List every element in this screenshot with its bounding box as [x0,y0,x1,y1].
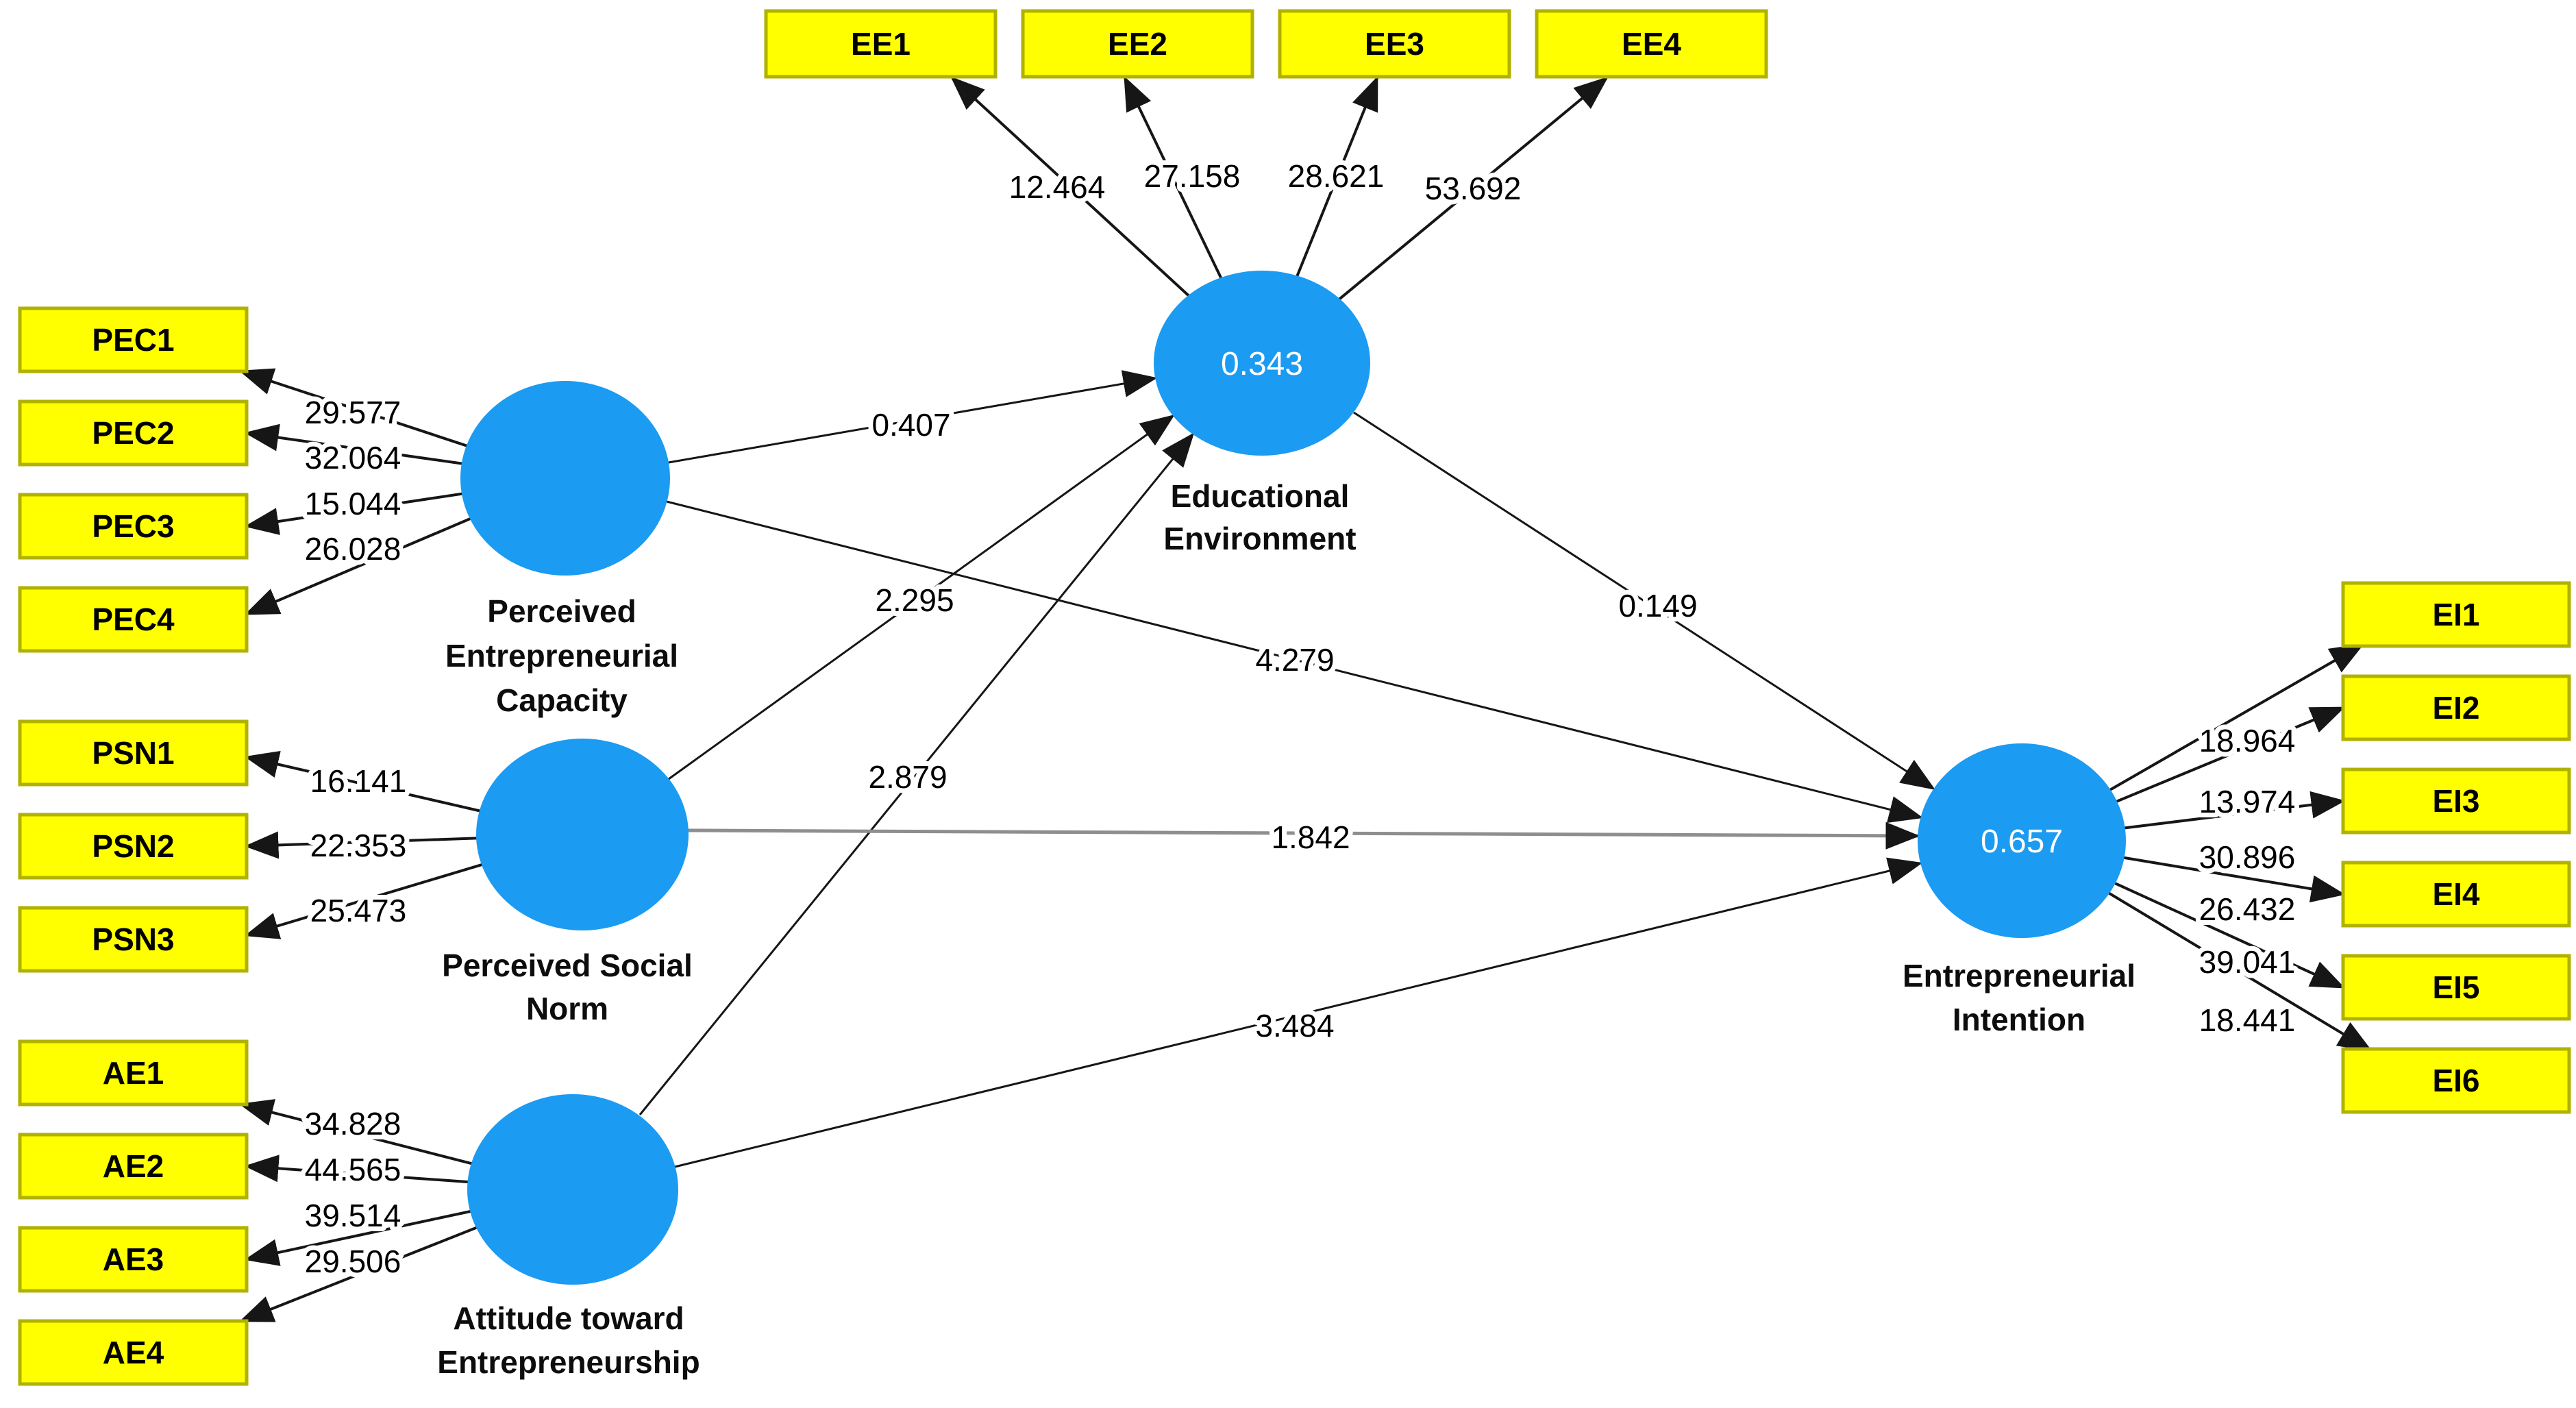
indicator-EI6[interactable] [2341,1047,2571,1114]
loading-value-AE1: 34.828 [305,1106,401,1141]
layer-labels: 0.407 2.295 2.879 4.279 1.842 3.484 0.149 PEC1 2… [92,26,2480,1380]
path-arrow-AE-EI[interactable] [674,857,1923,1168]
loading-value-EI2: 13.974 [2199,784,2296,819]
loading-value-EI1: 18.964 [2199,723,2296,758]
path-coefficient-PEC-EE: 0.407 [871,407,950,443]
indicator-PSN2[interactable] [18,813,249,880]
path-arrow-PSN-EE[interactable] [668,414,1175,780]
indicator-label-AE3: AE3 [103,1242,164,1277]
indicator-label-PEC3: PEC3 [92,508,174,544]
indicator-label-EI3: EI3 [2432,783,2479,819]
loading-value-PEC4: 26.028 [305,531,401,567]
r-squared-EE: 0.343 [1221,346,1303,382]
indicator-label-EE4: EE4 [1622,26,1681,62]
loading-value-EE3: 28.621 [1288,158,1385,194]
indicator-PEC4[interactable] [18,586,249,653]
path-coefficient-PEC-EI: 4.279 [1255,642,1334,678]
indicator-EI4[interactable] [2341,861,2571,928]
indicator-label-EE1: EE1 [851,26,911,62]
loading-value-PSN3: 25.473 [310,893,407,928]
indicator-EI5[interactable] [2341,954,2571,1021]
indicator-label-EE3: EE3 [1365,26,1424,62]
loading-value-EE2: 27.158 [1144,158,1241,194]
indicator-label-AE4: AE4 [103,1335,164,1370]
indicator-AE4[interactable] [18,1319,249,1386]
path-coefficient-PSN-EI: 1.842 [1271,819,1350,855]
indicator-label-EI6: EI6 [2432,1063,2479,1098]
loading-value-PEC1: 29.577 [305,395,401,430]
loading-value-AE3: 39.514 [305,1198,401,1233]
indicator-AE3[interactable] [18,1226,249,1293]
loading-value-EI4: 26.432 [2199,891,2296,927]
indicator-EE1[interactable] [764,9,998,79]
indicator-PEC2[interactable] [18,399,249,467]
loading-value-PEC2: 32.064 [305,440,401,475]
latent-AE[interactable] [467,1094,678,1285]
indicator-label-EI2: EI2 [2432,690,2479,726]
indicator-AE2[interactable] [18,1133,249,1200]
layer-nodes [18,9,2571,1386]
loading-value-EI5: 39.041 [2199,944,2296,980]
path-arrow-EE-EI[interactable] [1353,411,1935,790]
loading-value-PSN1: 16.141 [310,763,407,799]
path-coefficient-PSN-EE: 2.295 [875,582,954,618]
indicator-label-EI1: EI1 [2432,597,2479,632]
loading-value-EE1: 12.464 [1009,169,1106,205]
indicator-PEC3[interactable] [18,493,249,560]
latent-EE[interactable] [1154,271,1370,456]
path-coefficient-AE-EE: 2.879 [868,759,947,795]
loading-value-AE4: 29.506 [305,1244,401,1279]
indicator-EE2[interactable] [1021,9,1254,79]
path-arrow-PSN-EI[interactable] [686,822,1920,850]
latent-PSN[interactable] [476,739,689,930]
indicator-label-PSN2: PSN2 [92,828,174,864]
indicator-EI2[interactable] [2341,674,2571,741]
indicator-PSN1[interactable] [18,719,249,787]
loading-value-EI6: 18.441 [2199,1002,2296,1038]
indicator-label-AE1: AE1 [103,1055,164,1091]
indicator-PSN3[interactable] [18,906,249,973]
indicator-AE1[interactable] [18,1039,249,1107]
r-squared-EI: 0.657 [1981,824,2063,860]
indicator-label-PEC4: PEC4 [92,602,175,637]
indicator-label-EE2: EE2 [1108,26,1167,62]
indicator-label-AE2: AE2 [103,1148,164,1184]
indicator-label-PEC2: PEC2 [92,415,174,451]
indicator-EI1[interactable] [2341,581,2571,648]
indicator-label-EI5: EI5 [2432,969,2479,1005]
indicator-label-PSN3: PSN3 [92,922,174,957]
path-arrow-PEC-EE[interactable] [668,370,1158,464]
loading-value-EE4: 53.692 [1425,171,1522,206]
loading-value-PEC3: 15.044 [305,486,401,521]
indicator-PEC1[interactable] [18,306,249,373]
path-arrow-PEC-EI[interactable] [666,500,1924,824]
path-coefficient-EE-EI: 0.149 [1618,588,1697,623]
path-coefficient-AE-EI: 3.484 [1255,1008,1334,1043]
loading-value-AE2: 44.565 [305,1152,401,1187]
indicator-label-PSN1: PSN1 [92,735,174,771]
latent-EI[interactable] [1918,743,2126,938]
loading-value-PSN2: 22.353 [310,828,407,863]
loading-value-EI3: 30.896 [2199,839,2296,875]
indicator-EI3[interactable] [2341,767,2571,835]
indicator-label-EI4: EI4 [2432,876,2479,912]
latent-PEC[interactable] [460,381,670,576]
path-arrow-AE-EE[interactable] [639,432,1195,1115]
indicator-EE3[interactable] [1278,9,1511,79]
indicator-EE4[interactable] [1535,9,1768,79]
indicator-label-PEC1: PEC1 [92,322,174,358]
